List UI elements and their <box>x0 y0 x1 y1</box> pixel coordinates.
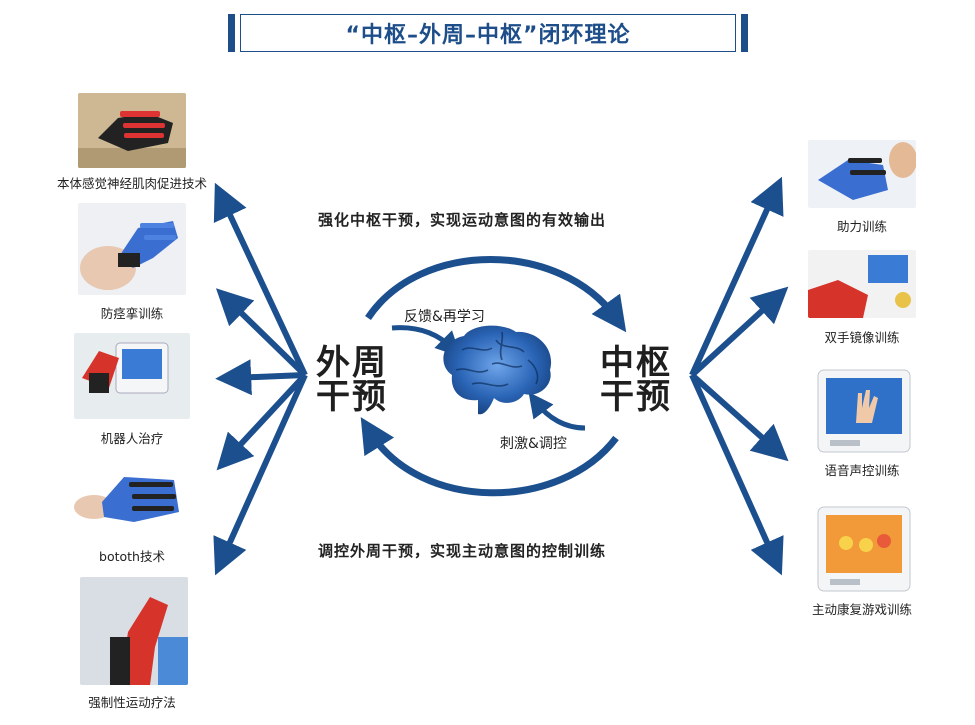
right-arrow-4 <box>689 373 784 576</box>
thumb-left-1 <box>78 93 186 168</box>
robot-device-icon <box>74 333 190 419</box>
thumb-left-4 <box>74 462 190 536</box>
thumb-right-4 <box>816 505 912 593</box>
left-item-label-3: 机器人治疗 <box>100 431 164 446</box>
title-left-bar <box>228 14 235 52</box>
thumb-right-2 <box>808 250 916 318</box>
blue-glove-icon-2 <box>74 462 190 536</box>
thumb-right-1 <box>808 140 916 208</box>
glove-training-icon <box>808 140 916 208</box>
left-center-label-2: 干预 <box>316 377 388 417</box>
page-title: “中枢–外周–中枢”闭环理论 <box>240 14 736 52</box>
right-item-label-2: 双手镜像训练 <box>824 330 900 345</box>
right-item-label-3: 语音声控训练 <box>824 463 900 478</box>
left-arrow-3 <box>215 359 306 396</box>
mirror-training-icon <box>808 250 916 318</box>
left-center-label-1: 外周 <box>316 343 388 383</box>
bottom-caption: 调控外周干预，实现主动意图的控制训练 <box>318 542 607 560</box>
brain-icon <box>443 325 552 415</box>
left-arrow-5 <box>213 373 308 576</box>
right-center-label-2: 干预 <box>600 377 672 417</box>
bottom-cycle-arrow <box>360 417 619 497</box>
blue-glove-icon <box>78 203 186 295</box>
right-arrow-2 <box>689 286 789 378</box>
stimulus-arrow <box>528 392 586 431</box>
left-item-label-2: 防痉挛训练 <box>100 306 164 321</box>
left-item-label-1: 本体感觉神经肌肉促进技术 <box>56 176 207 191</box>
top-caption: 强化中枢干预，实现运动意图的有效输出 <box>318 211 607 229</box>
left-item-label-5: 强制性运动疗法 <box>88 695 176 710</box>
right-center-label-1: 中枢 <box>600 343 672 383</box>
red-glove-icon <box>80 577 188 685</box>
thumb-left-2 <box>78 203 186 295</box>
thumb-left-5 <box>80 577 188 685</box>
feedback-label: 反馈&再学习 <box>404 309 485 325</box>
left-arrow-4 <box>216 372 308 471</box>
right-item-label-4: 主动康复游戏训练 <box>811 602 912 617</box>
right-arrow-3 <box>690 372 789 462</box>
feedback-arrow <box>391 325 461 357</box>
top-cycle-arrow <box>365 256 627 333</box>
title-right-bar <box>741 14 748 52</box>
left-arrow-2 <box>215 288 308 378</box>
monitor-device-icon <box>817 369 911 453</box>
stimulus-label: 刺激&调控 <box>500 436 567 452</box>
thumb-right-3 <box>816 368 912 454</box>
game-monitor-icon <box>817 506 911 592</box>
robotic-glove-icon <box>78 93 186 168</box>
right-item-label-1: 助力训练 <box>836 219 887 234</box>
thumb-left-3 <box>74 333 190 419</box>
left-arrow-1 <box>213 182 308 377</box>
title-banner: “中枢–外周–中枢”闭环理论 <box>228 14 748 52</box>
left-item-label-4: bototh技术 <box>99 549 165 564</box>
right-arrow-1 <box>689 176 784 377</box>
